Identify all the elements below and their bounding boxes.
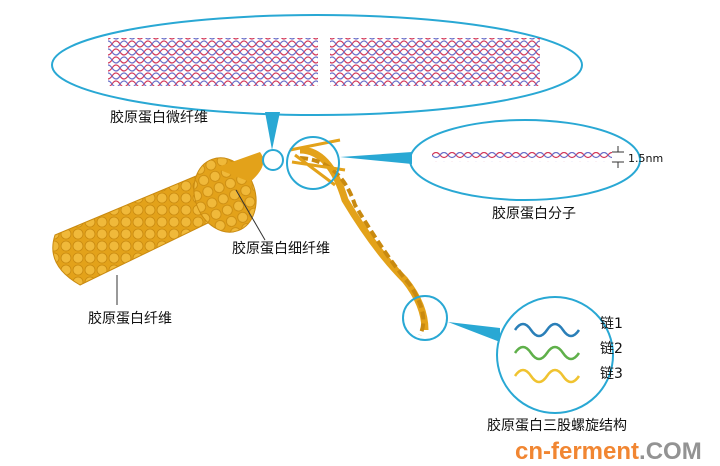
strand-1-wave	[513, 322, 581, 338]
microfibril-label: 胶原蛋白微纤维	[110, 110, 208, 126]
collagen-fiber-bundle	[52, 149, 284, 305]
triple-helix-callout	[448, 296, 614, 414]
watermark-suffix: .COM	[639, 438, 702, 465]
triple-helix-label: 胶原蛋白三股螺旋结构	[487, 418, 627, 434]
molecule-label: 胶原蛋白分子	[492, 206, 576, 222]
fibril-label: 胶原蛋白细纤维	[232, 241, 330, 257]
strand-1-label: 链1	[600, 316, 623, 332]
watermark-main: cn-ferment	[515, 438, 640, 465]
strand-3-label: 链3	[600, 366, 623, 382]
strand-2-wave	[513, 345, 581, 361]
diameter-label: 1.5nm	[628, 152, 664, 165]
strand-2-label: 链2	[600, 341, 623, 357]
microfibril-callout	[51, 14, 583, 150]
watermark: cn-ferment.COM	[515, 439, 702, 465]
fibril-strand	[286, 136, 448, 341]
strand-3-wave	[513, 368, 581, 384]
fiber-label: 胶原蛋白纤维	[88, 311, 172, 327]
molecule-callout	[340, 119, 641, 201]
